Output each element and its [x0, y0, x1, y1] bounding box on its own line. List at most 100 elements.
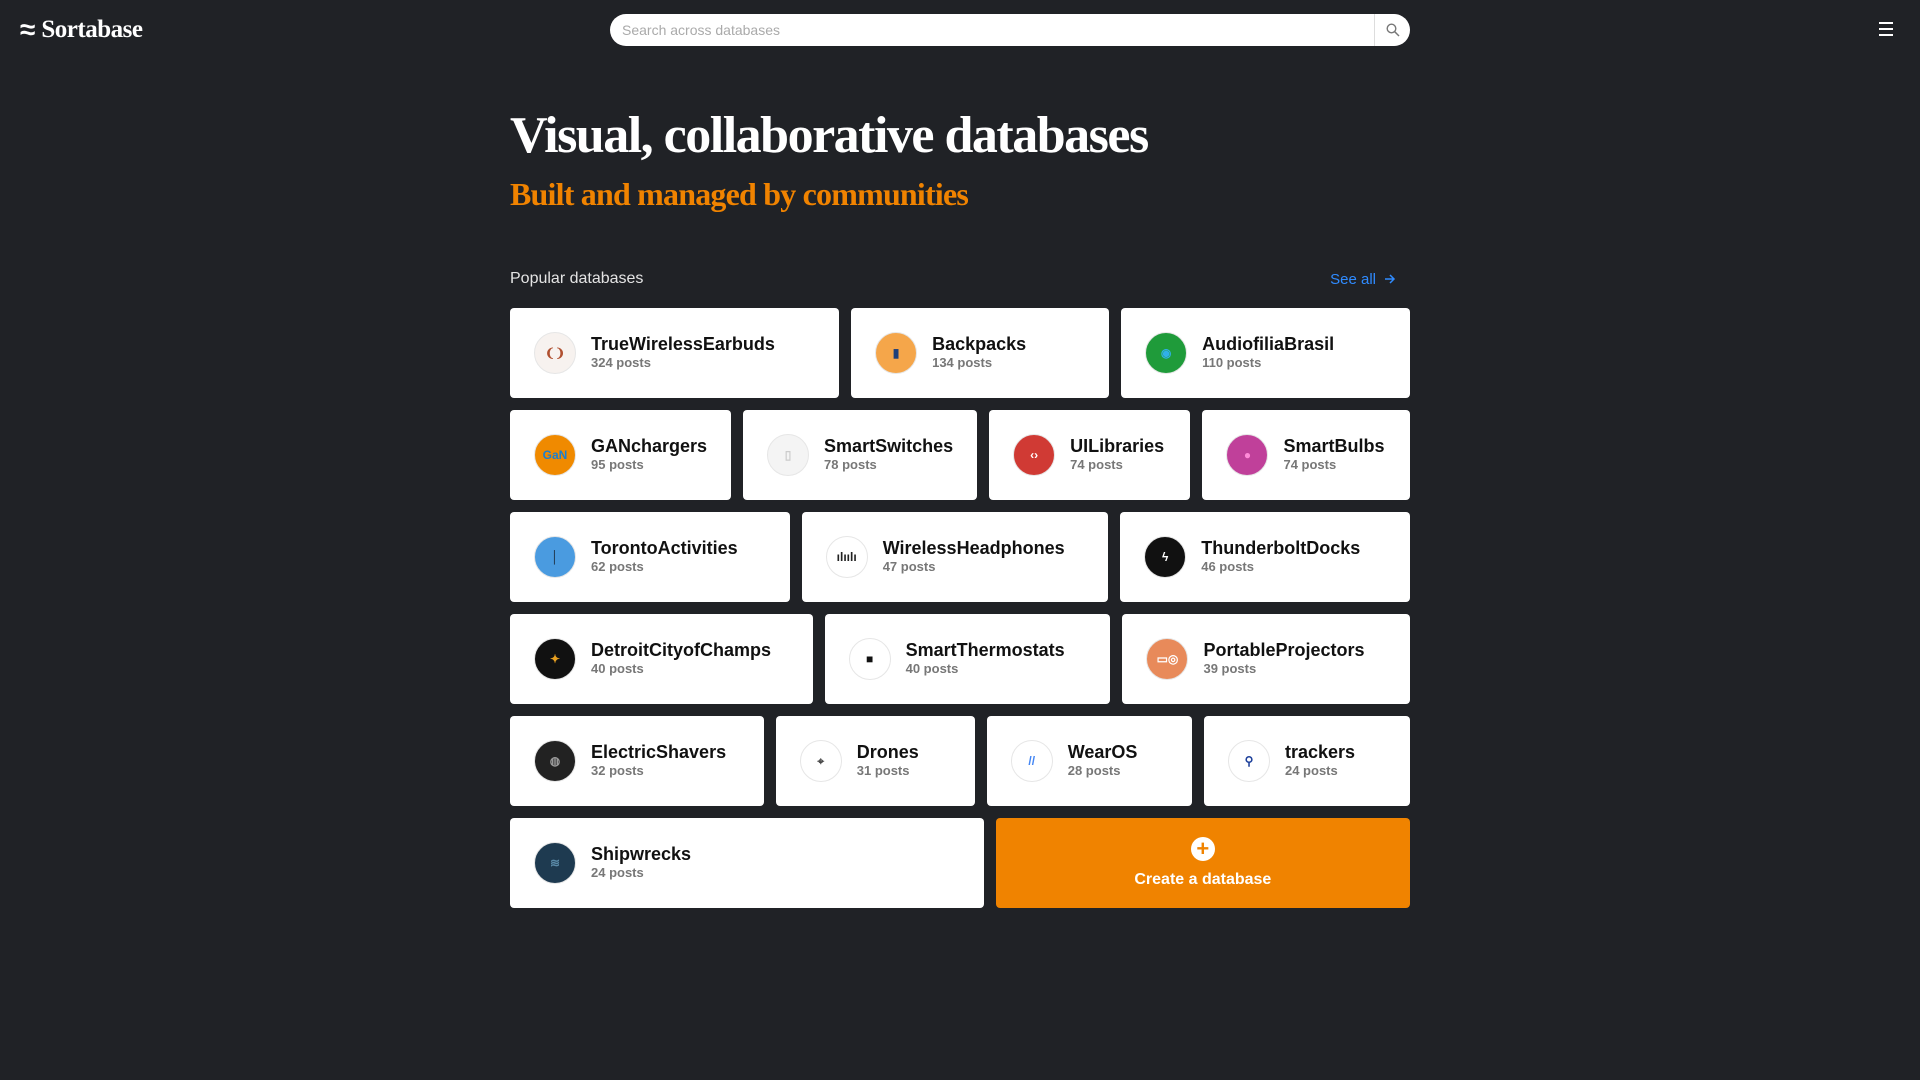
lightning-icon: ϟ — [1144, 536, 1187, 578]
database-row: GaN GANchargers 95 posts ▯ SmartSwitches… — [510, 410, 1410, 500]
post-count: 40 posts — [591, 661, 644, 676]
search-bar — [610, 14, 1410, 46]
create-database-button[interactable]: + Create a database — [995, 818, 1410, 908]
search-icon — [1385, 23, 1400, 37]
database-name: UILibraries — [1070, 436, 1165, 456]
database-card-thunderboltdocks[interactable]: ϟ ThunderboltDocks 46 posts — [1120, 512, 1410, 602]
code-icon: ‹› — [1013, 434, 1056, 476]
post-count: 24 posts — [591, 865, 644, 880]
smart-switch-icon: ▯ — [767, 434, 810, 476]
card-text: SmartBulbs 74 posts — [1283, 436, 1384, 474]
main-content: Visual, collaborative databases Built an… — [510, 100, 1411, 908]
database-name: ElectricShavers — [591, 742, 727, 762]
card-text: SmartSwitches 78 posts — [824, 436, 953, 474]
gan-charger-icon: GaN — [534, 434, 576, 476]
database-card-wirelessheadphones[interactable]: ılıılı WirelessHeadphones 47 posts — [801, 512, 1109, 602]
database-card-smartswitches[interactable]: ▯ SmartSwitches 78 posts — [743, 410, 978, 500]
brazil-speaker-icon: ◉ — [1145, 332, 1188, 374]
card-text: Backpacks 134 posts — [932, 334, 1026, 372]
database-name: TorontoActivities — [591, 538, 738, 558]
database-card-smartthermostats[interactable]: ■ SmartThermostats 40 posts — [824, 614, 1111, 704]
magnifier-icon: ⚲ — [1227, 740, 1270, 782]
thermostat-icon: ■ — [848, 638, 891, 680]
post-count: 95 posts — [591, 457, 644, 472]
shaver-icon: ◍ — [534, 740, 576, 782]
card-text: SmartThermostats 40 posts — [906, 640, 1065, 678]
post-count: 24 posts — [1284, 763, 1338, 778]
menu-hamburger-icon[interactable] — [1876, 20, 1896, 38]
card-text: TorontoActivities 62 posts — [591, 538, 738, 576]
post-count: 110 posts — [1202, 355, 1262, 370]
post-count: 134 posts — [932, 355, 993, 370]
card-text: UILibraries 74 posts — [1070, 436, 1164, 474]
post-count: 39 posts — [1203, 661, 1257, 676]
database-name: Shipwrecks — [591, 844, 692, 864]
plus-icon: + — [1190, 837, 1215, 861]
popular-title: Popular databases — [510, 270, 644, 287]
backpack-icon: ▮ — [875, 332, 918, 374]
database-name: GANchargers — [591, 436, 708, 456]
post-count: 324 posts — [591, 355, 651, 370]
database-name: SmartSwitches — [824, 436, 954, 456]
database-row: ❨❩ TrueWirelessEarbuds 324 posts ▮ Backp… — [510, 308, 1411, 398]
database-name: Backpacks — [932, 334, 1027, 354]
database-card-audiofiliabrasil[interactable]: ◉ AudiofiliaBrasil 110 posts — [1121, 308, 1411, 398]
post-count: 28 posts — [1067, 763, 1121, 778]
hero-title: Visual, collaborative databases — [510, 107, 1149, 164]
database-name: ThunderboltDocks — [1201, 538, 1361, 558]
card-text: trackers 24 posts — [1285, 742, 1355, 780]
database-card-wearos[interactable]: // WearOS 28 posts — [986, 716, 1192, 806]
logo[interactable]: ≈ Sortabase — [20, 14, 143, 46]
shipwreck-icon: ≋ — [534, 842, 576, 884]
database-card-trackers[interactable]: ⚲ trackers 24 posts — [1203, 716, 1411, 806]
database-name: trackers — [1284, 742, 1356, 762]
post-count: 47 posts — [882, 559, 936, 574]
card-text: TrueWirelessEarbuds 324 posts — [591, 334, 775, 372]
card-text: Drones 31 posts — [857, 742, 919, 780]
database-row: ≋ Shipwrecks 24 posts + Create a databas… — [510, 818, 1410, 908]
post-count: 40 posts — [905, 661, 959, 676]
post-count: 78 posts — [824, 457, 877, 472]
search-input[interactable] — [610, 14, 1374, 46]
arrow-right-icon — [1385, 274, 1396, 284]
cn-tower-icon: │ — [534, 536, 576, 578]
logo-waves-icon: ≈ — [20, 14, 36, 45]
post-count: 62 posts — [591, 559, 644, 574]
see-all-link[interactable]: See all — [1330, 271, 1396, 288]
database-name: SmartThermostats — [905, 640, 1065, 660]
card-text: Shipwrecks 24 posts — [591, 844, 691, 882]
post-count: 32 posts — [591, 763, 644, 778]
database-name: WearOS — [1067, 742, 1138, 762]
database-card-torontoactivities[interactable]: │ TorontoActivities 62 posts — [510, 512, 790, 602]
database-card-uilibraries[interactable]: ‹› UILibraries 74 posts — [989, 410, 1191, 500]
database-row: ✦ DetroitCityofChamps 40 posts ■ SmartTh… — [510, 614, 1410, 704]
database-row: ◍ ElectricShavers 32 posts ⌖ Drones 31 p… — [510, 716, 1411, 806]
post-count: 31 posts — [856, 763, 910, 778]
database-card-truewirelessearbuds[interactable]: ❨❩ TrueWirelessEarbuds 324 posts — [510, 308, 840, 398]
card-text: WirelessHeadphones 47 posts — [883, 538, 1065, 576]
database-card-smartbulbs[interactable]: ● SmartBulbs 74 posts — [1202, 410, 1410, 500]
database-card-detroitcityofchamps[interactable]: ✦ DetroitCityofChamps 40 posts — [510, 614, 813, 704]
hero-subtitle: Built and managed by communities — [510, 176, 969, 212]
card-text: AudiofiliaBrasil 110 posts — [1202, 334, 1334, 372]
popular-header: Popular databases See all — [510, 267, 1410, 291]
database-card-ganchargers[interactable]: GaN GANchargers 95 posts — [510, 410, 732, 500]
database-card-portableprojectors[interactable]: ▭◎ PortableProjectors 39 posts — [1122, 614, 1410, 704]
card-text: ThunderboltDocks 46 posts — [1201, 538, 1360, 576]
database-card-electricshavers[interactable]: ◍ ElectricShavers 32 posts — [510, 716, 764, 806]
projector-icon: ▭◎ — [1146, 638, 1189, 680]
card-text: WearOS 28 posts — [1068, 742, 1138, 780]
database-name: SmartBulbs — [1283, 436, 1385, 456]
database-card-backpacks[interactable]: ▮ Backpacks 134 posts — [851, 308, 1110, 398]
card-text: GANchargers 95 posts — [591, 436, 707, 474]
sound-wave-icon: ılıılı — [825, 536, 868, 578]
search-button[interactable] — [1374, 14, 1410, 46]
database-name: PortableProjectors — [1203, 640, 1365, 660]
database-card-drones[interactable]: ⌖ Drones 31 posts — [775, 716, 975, 806]
earbuds-icon: ❨❩ — [534, 332, 576, 374]
database-name: AudiofiliaBrasil — [1202, 334, 1335, 354]
database-card-shipwrecks[interactable]: ≋ Shipwrecks 24 posts — [510, 818, 984, 908]
create-database-label: Create a database — [1134, 871, 1272, 888]
card-text: ElectricShavers 32 posts — [591, 742, 726, 780]
database-name: TrueWirelessEarbuds — [591, 334, 775, 354]
